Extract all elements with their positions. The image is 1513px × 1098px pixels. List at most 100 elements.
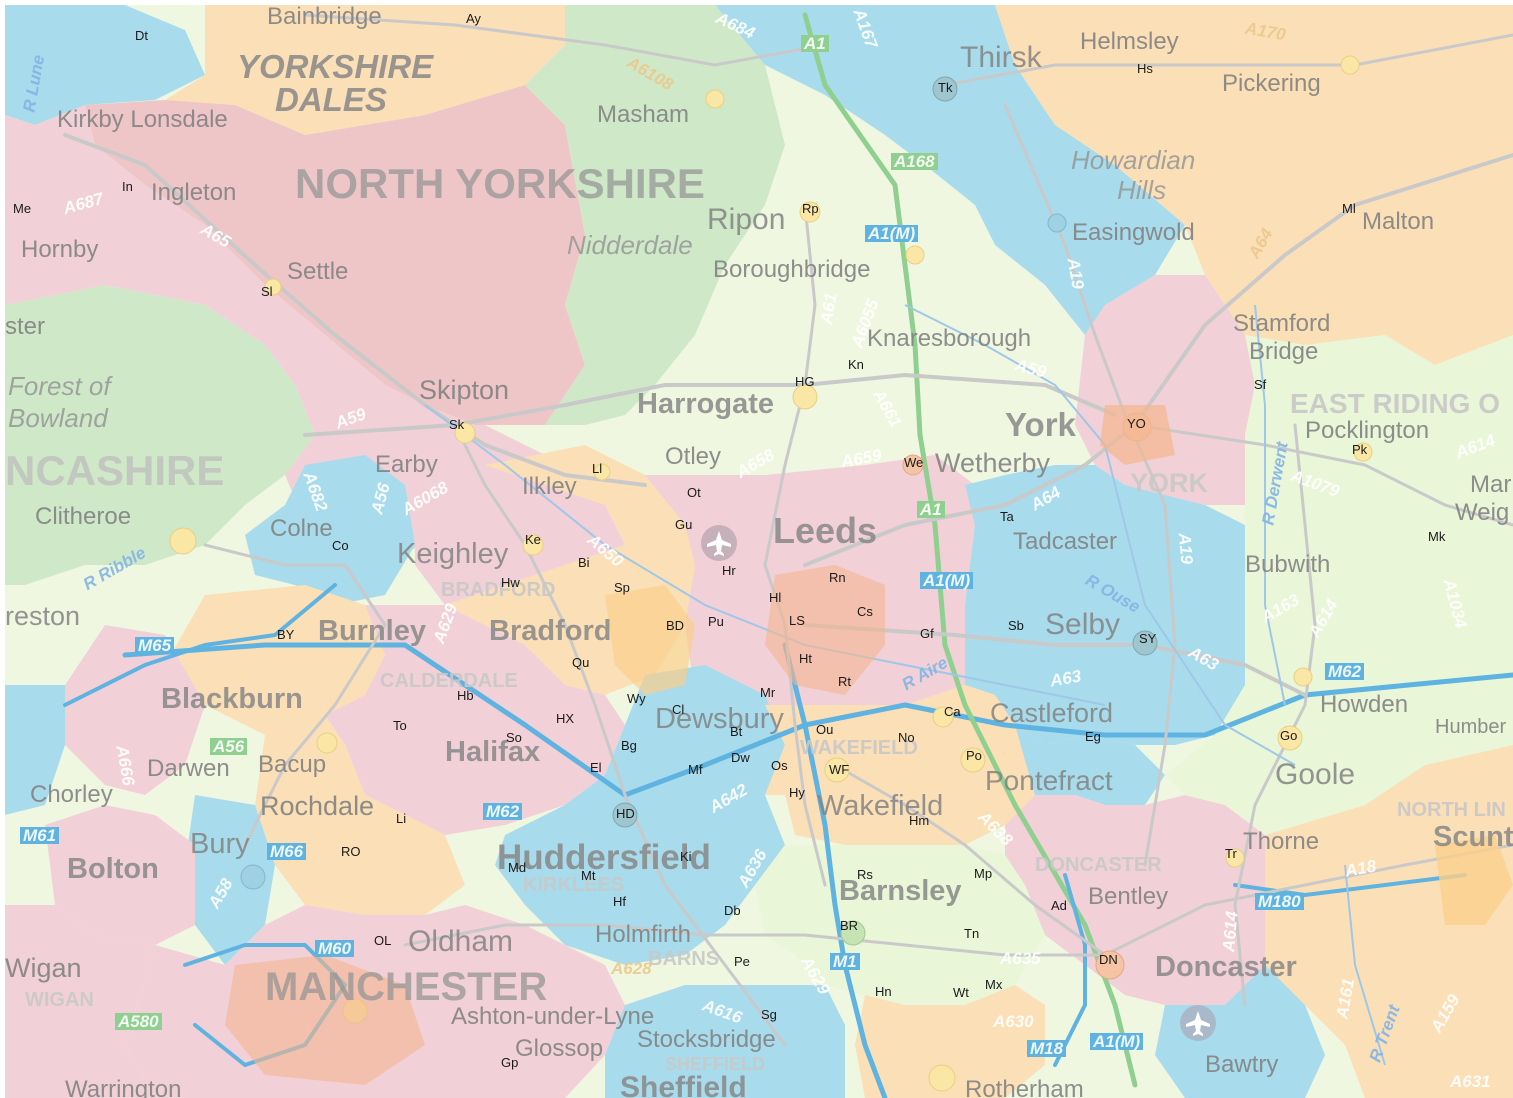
postcode-label-in[interactable]: In <box>122 179 133 194</box>
postcode-label-hd[interactable]: HD <box>616 806 635 821</box>
postcode-label-hf[interactable]: Hf <box>613 894 626 909</box>
road-a61 <box>763 203 827 887</box>
postcode-label-eg[interactable]: Eg <box>1085 729 1101 744</box>
town-marker-harrogate <box>792 384 818 410</box>
postcode-label-hb[interactable]: Hb <box>457 688 474 703</box>
postcode-label-hn[interactable]: Hn <box>875 984 892 999</box>
postcode-label-wt[interactable]: Wt <box>953 985 969 1000</box>
postcode-label-ot[interactable]: Ot <box>687 485 701 500</box>
postcode-label-kn[interactable]: Kn <box>848 357 864 372</box>
region-west-blue <box>5 685 65 815</box>
postcode-label-tn[interactable]: Tn <box>964 926 980 941</box>
postcode-label-ls[interactable]: LS <box>789 613 805 628</box>
road-m18 <box>1053 873 1087 1067</box>
postcode-label-no[interactable]: No <box>898 730 915 745</box>
region-lancashire-green <box>5 285 315 585</box>
postcode-label-gu[interactable]: Gu <box>675 517 693 532</box>
postcode-label-me[interactable]: Me <box>13 201 32 216</box>
postcode-label-dn[interactable]: DN <box>1099 952 1118 967</box>
postcode-label-qu[interactable]: Qu <box>572 655 590 670</box>
postcode-label-ki[interactable]: Ki <box>680 849 692 864</box>
postcode-label-cl[interactable]: Cl <box>672 702 685 717</box>
postcode-label-ll[interactable]: Ll <box>592 461 603 476</box>
postcode-label-po[interactable]: Po <box>966 748 982 763</box>
postcode-label-pe[interactable]: Pe <box>734 954 750 969</box>
postcode-label-db[interactable]: Db <box>724 903 741 918</box>
postcode-label-dt[interactable]: Dt <box>135 28 148 43</box>
postcode-label-so[interactable]: So <box>506 730 522 745</box>
postcode-label-sb[interactable]: Sb <box>1008 618 1024 633</box>
postcode-label-mr[interactable]: Mr <box>760 685 776 700</box>
postcode-label-ay[interactable]: Ay <box>466 11 481 26</box>
postcode-label-li[interactable]: Li <box>396 811 407 826</box>
postcode-label-md[interactable]: Md <box>508 860 527 875</box>
postcode-label-dw[interactable]: Dw <box>731 750 750 765</box>
postcode-label-bt[interactable]: Bt <box>730 724 743 739</box>
river-derwent <box>1254 304 1286 706</box>
postcode-label-go[interactable]: Go <box>1280 728 1298 743</box>
postcode-label-we[interactable]: We <box>904 455 924 470</box>
postcode-label-pu[interactable]: Pu <box>708 614 724 629</box>
postcode-label-hg[interactable]: HG <box>795 374 815 389</box>
postcode-label-br[interactable]: BR <box>840 918 859 933</box>
postcode-label-rs[interactable]: Rs <box>857 867 873 882</box>
postcode-label-hw[interactable]: Hw <box>501 575 520 590</box>
postcode-label-by[interactable]: BY <box>277 627 295 642</box>
postcode-label-ca[interactable]: Ca <box>944 704 961 719</box>
postcode-label-sg[interactable]: Sg <box>761 1007 777 1022</box>
postcode-label-el[interactable]: El <box>590 760 602 775</box>
postcode-label-yo[interactable]: YO <box>1127 416 1146 431</box>
postcode-label-rp[interactable]: Rp <box>802 201 819 216</box>
postcode-label-mk[interactable]: Mk <box>1428 529 1446 544</box>
postcode-label-bi[interactable]: Bi <box>578 555 590 570</box>
postcode-label-mf[interactable]: Mf <box>688 762 703 777</box>
town-marker-otley <box>593 463 611 481</box>
postcode-label-ro[interactable]: RO <box>341 844 361 859</box>
postcode-label-hx[interactable]: HX <box>556 711 575 726</box>
postcode-label-sy[interactable]: SY <box>1139 631 1157 646</box>
postcode-label-mx[interactable]: Mx <box>985 977 1003 992</box>
postcode-label-ad[interactable]: Ad <box>1051 898 1067 913</box>
road-a63 <box>803 623 1307 697</box>
postcode-label-hr[interactable]: Hr <box>722 563 736 578</box>
postcode-label-os[interactable]: Os <box>771 758 788 773</box>
postcode-label-ta[interactable]: Ta <box>1000 509 1014 524</box>
postcode-label-bd[interactable]: BD <box>666 618 685 633</box>
road-a170 <box>943 33 1513 87</box>
postcode-label-wf[interactable]: WF <box>829 762 850 777</box>
river-ouse <box>904 304 1296 766</box>
town-marker-huddersfield <box>612 802 638 828</box>
postcode-label-hm[interactable]: Hm <box>909 813 930 828</box>
postcode-label-mp[interactable]: Mp <box>974 866 993 881</box>
urban-areas <box>225 405 1513 1085</box>
postcode-label-tr[interactable]: Tr <box>1225 846 1237 861</box>
postcode-label-rt[interactable]: Rt <box>838 674 851 689</box>
postcode-label-ht[interactable]: Ht <box>799 651 812 666</box>
postcode-label-co[interactable]: Co <box>332 538 349 553</box>
postcode-label-sl[interactable]: Sl <box>261 284 273 299</box>
postcode-label-ol[interactable]: OL <box>374 933 392 948</box>
postcode-label-sk[interactable]: Sk <box>449 417 465 432</box>
postcode-label-to[interactable]: To <box>393 718 407 733</box>
region-selby-blue <box>965 465 1245 745</box>
postcode-label-sp[interactable]: Sp <box>614 580 630 595</box>
postcode-label-hl[interactable]: Hl <box>769 590 782 605</box>
postcode-label-wy[interactable]: Wy <box>627 691 646 706</box>
postcode-label-hy[interactable]: Hy <box>789 785 805 800</box>
postcode-label-gp[interactable]: Gp <box>501 1055 519 1070</box>
postcode-label-hs[interactable]: Hs <box>1137 61 1153 76</box>
postcode-label-ke[interactable]: Ke <box>525 532 541 547</box>
postcode-label-gf[interactable]: Gf <box>920 626 934 641</box>
postcode-label-mt[interactable]: Mt <box>581 868 596 883</box>
postcode-label-pk[interactable]: Pk <box>1352 442 1368 457</box>
postcode-label-ml[interactable]: Ml <box>1342 201 1356 216</box>
postcode-label-bg[interactable]: Bg <box>621 738 637 753</box>
region-sheffield-blue <box>605 985 845 1098</box>
map-canvas[interactable] <box>5 5 1513 1098</box>
postcode-label-ou[interactable]: Ou <box>816 722 834 737</box>
postcode-label-rn[interactable]: Rn <box>829 570 846 585</box>
map-frame[interactable]: Bainbridge YORKSHIRE DALES Thirsk Helmsl… <box>5 5 1513 1098</box>
postcode-label-cs[interactable]: Cs <box>857 604 873 619</box>
postcode-label-tk[interactable]: Tk <box>938 80 953 95</box>
postcode-label-sf[interactable]: Sf <box>1254 377 1267 392</box>
